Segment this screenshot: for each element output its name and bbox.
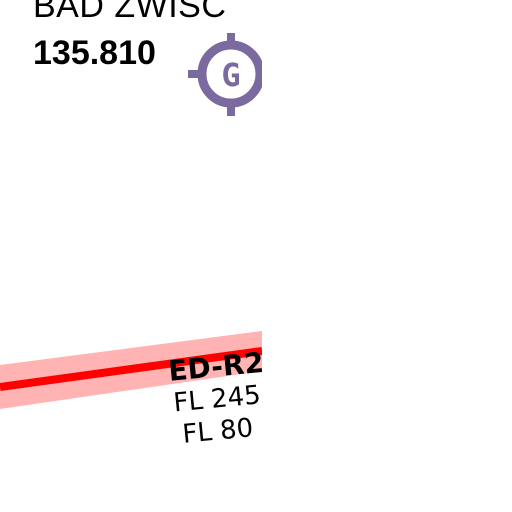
restricted-area-halo (0, 331, 262, 386)
map-overlay: G (0, 33, 262, 409)
blank-tile (262, 0, 512, 512)
glider-site-letter: G (221, 56, 240, 94)
restricted-area-halo-lower (0, 351, 262, 409)
map-tile: G BAD ZWISC 135.810 ED-R2 FL 245 FL 80 (0, 0, 262, 452)
restricted-area-border (0, 347, 262, 391)
restricted-area-label: ED-R2 FL 245 FL 80 (167, 346, 262, 452)
glider-site-icon[interactable]: G (188, 33, 262, 116)
airfield-frequency: 135.810 (33, 34, 156, 72)
airfield-name: BAD ZWISC (33, 0, 227, 25)
